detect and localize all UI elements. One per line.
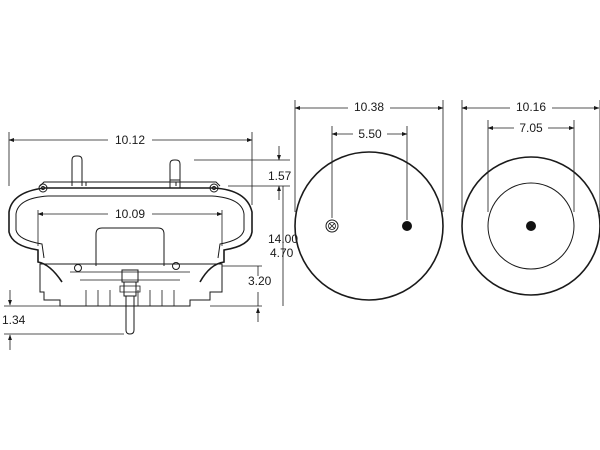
bellows-inner <box>15 195 245 259</box>
bottom-center-dot <box>526 221 536 231</box>
stud-height-label: 1.57 <box>268 169 292 183</box>
bottom-bolt <box>121 269 139 335</box>
label-bg-inner <box>108 205 152 221</box>
top-stud-left <box>71 155 83 186</box>
bead-curl-right-inner <box>212 186 216 190</box>
piston-ribs <box>70 271 190 306</box>
bottom-view-outer-circle <box>461 156 600 296</box>
label-bg-bottom-diameter <box>510 98 552 114</box>
piston-curl-right <box>172 262 180 270</box>
label-bg-top-diameter <box>348 98 390 114</box>
stud-spacing-label: 5.50 <box>358 127 382 141</box>
bottom-stud-label: 1.34 <box>2 313 26 327</box>
inner-width-label: 10.09 <box>115 207 145 221</box>
top-stud-dot <box>402 221 412 231</box>
side-view: 10.12 10.09 1.57 14.00 4.70 3.20 1.34 <box>2 130 298 350</box>
air-fitting-icon <box>325 219 339 233</box>
bead-curl-left-inner <box>41 186 45 190</box>
base-height-label: 3.20 <box>248 274 272 288</box>
inner-diameter-label: 7.05 <box>519 121 543 135</box>
top-stud-right <box>169 159 181 188</box>
bellows-outline <box>8 187 253 283</box>
piston-top <box>95 227 165 266</box>
bottom-view: 10.16 7.05 <box>461 98 600 296</box>
max-height-label: 14.00 <box>268 232 298 246</box>
overall-width-label: 10.12 <box>115 133 145 147</box>
air-fitting-cross <box>328 222 336 230</box>
top-view: 10.38 5.50 <box>294 98 444 301</box>
top-view-circle <box>294 151 444 301</box>
bottom-bolt-nut <box>119 285 141 293</box>
bead-curl-right <box>209 183 219 193</box>
bottom-diameter-label: 10.16 <box>516 100 546 114</box>
piston-base <box>39 263 223 307</box>
bead-plate <box>39 181 221 187</box>
bottom-view-inner-circle <box>487 182 575 270</box>
label-bg-overall <box>108 130 152 146</box>
air-fitting-inner <box>328 222 336 230</box>
top-diameter-label: 10.38 <box>354 100 384 114</box>
label-bg-inner-diameter <box>514 119 548 135</box>
design-height-label: 4.70 <box>270 246 294 260</box>
bead-curl-left <box>38 183 48 193</box>
piston-curl-left <box>74 264 82 272</box>
label-bg-stud-spacing <box>353 125 387 141</box>
